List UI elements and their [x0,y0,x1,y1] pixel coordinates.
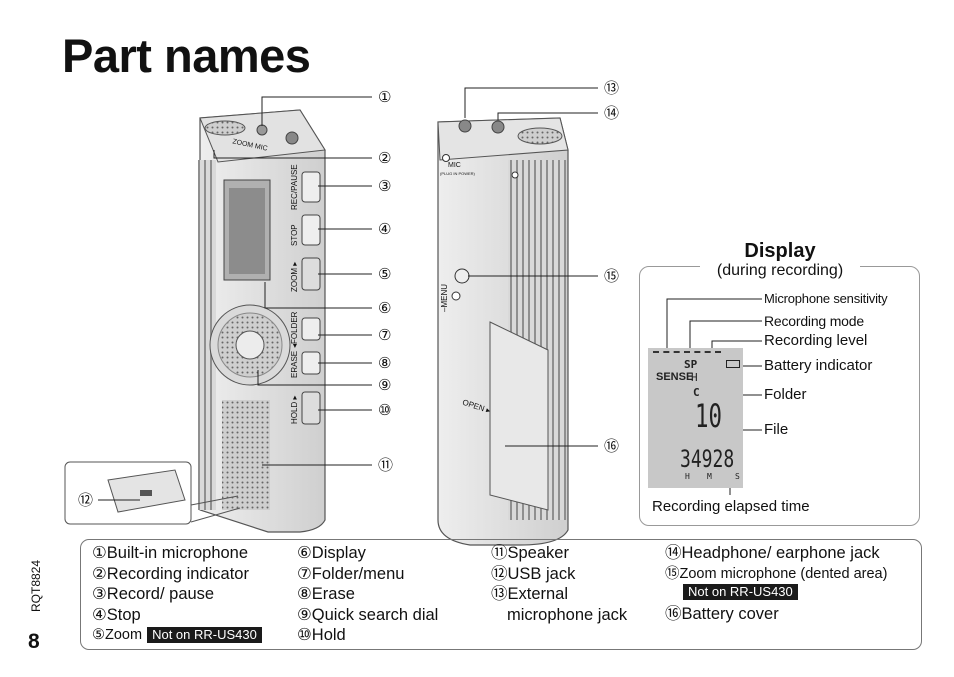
legend-item: Not on RR-US430 [665,584,887,600]
legend-item: ⑭Headphone/ earphone jack [665,544,880,562]
label-recording-mode: Recording mode [764,313,864,329]
lcd-file-number: 10 [695,397,722,435]
not-on-model-badge: Not on RR-US430 [683,584,798,600]
callout-7: ⑦ [378,326,392,344]
display-subtitle: (during recording) [716,262,844,279]
usb-inset [64,461,241,525]
legend-item: ⑪Speaker [491,544,569,562]
zoom-label: ZOOM ▸ [290,261,299,292]
lcd-s-unit: S [735,472,740,481]
legend-col-3: ⑪Speaker ⑫USB jack ⑬External microphone … [491,543,627,625]
parts-legend [80,539,922,650]
page-title: Part names [62,29,311,82]
lcd-h: H [691,371,698,384]
lcd-screen [648,348,743,488]
legend-item: ②Recording indicator [92,564,249,583]
rec-pause-label: REC/PAUSE [290,164,299,210]
callout-3: ③ [378,177,392,195]
lcd-folder-icon: C [693,386,700,399]
label-folder: Folder [764,386,807,403]
callout-13: ⑬ [604,79,620,97]
lcd-level-dashes [653,351,721,353]
lcd-sense: SENSE [656,371,694,383]
legend-item: ⑫USB jack [491,564,576,583]
legend-zoom-mic: ⑮Zoom microphone (dented area) [665,565,888,582]
callout-11: ⑪ [378,456,394,474]
menu-label: –MENU [440,283,449,312]
legend-item: ⑩Hold [297,626,346,644]
erase-label: ERASE [290,350,299,378]
callout-10: ⑩ [378,401,392,419]
callout-8: ⑧ [378,354,392,372]
legend-item: ⑮Zoom microphone (dented area) [665,564,887,585]
legend-item: ⑦Folder/menu [297,564,405,583]
lcd-h-unit: H [685,472,690,481]
callout-6: ⑥ [378,299,392,317]
battery-icon [726,360,740,368]
legend-item: ⑥Display [297,544,366,562]
label-mic-sensitivity: Microphone sensitivity [764,291,888,306]
legend-item: ③Record/ pause [92,585,215,603]
callout-1: ① [378,88,392,106]
legend-col-1: ①Built-in microphone ②Recording indicato… [92,543,262,646]
legend-item: ④Stop [92,605,141,624]
page-number: 8 [28,630,40,653]
callout-4: ④ [378,220,392,238]
folder-label: ◂FOLDER [290,311,299,348]
legend-item: ⑨Quick search dial [297,605,439,624]
legend-item: ⑧Erase [297,585,355,603]
callout-14: ⑭ [604,104,620,122]
doc-code: RQT8824 [29,559,43,612]
label-recording-level: Recording level [764,332,868,349]
legend-item: ⑤Zoom Not on RR-US430 [92,625,262,646]
legend-item: ⑬External [491,585,569,603]
back-device [437,117,569,546]
label-file: File [764,421,789,438]
legend-item: ⑯Battery cover [665,605,779,623]
lcd-sp: SP [684,358,698,371]
label-elapsed-time: Recording elapsed time [652,498,810,515]
legend-col-4: ⑭Headphone/ earphone jack ⑮Zoom micropho… [665,543,887,625]
legend-col-2: ⑥Display ⑦Folder/menu ⑧Erase ⑨Quick sear… [297,543,438,646]
legend-item: ①Built-in microphone [92,544,249,562]
legend-item: microphone jack [507,605,628,624]
mic-label: MIC [448,162,461,169]
lcd-m-unit: M [707,472,712,481]
display-heading: Display (during recording) [700,240,860,280]
hold-label: HOLD ▸ [290,395,299,424]
callout-15: ⑮ [604,267,620,285]
callout-9: ⑨ [378,376,392,394]
lcd-time: 34928 [680,445,735,473]
callout-5: ⑤ [378,265,392,283]
not-on-model-badge: Not on RR-US430 [147,627,262,644]
plug-in-power-label: (PLUG IN POWER) [440,171,475,176]
display-title: Display [744,240,816,262]
callout-2: ② [378,149,392,167]
legend-zoom: ⑤Zoom [92,627,143,643]
stop-label: STOP [290,224,299,246]
callout-12: ⑫ [78,491,94,509]
callout-16: ⑯ [604,437,620,455]
label-battery: Battery indicator [764,357,873,374]
front-device [198,109,326,533]
